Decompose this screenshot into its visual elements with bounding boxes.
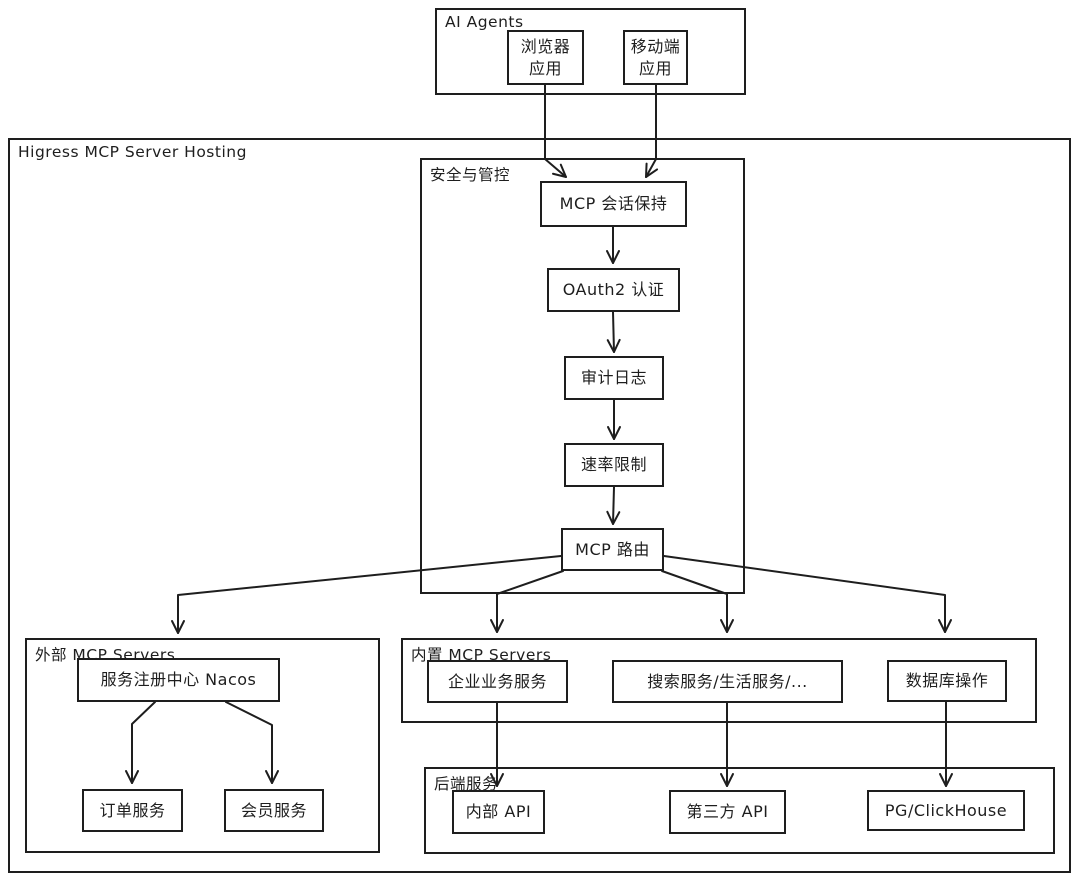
group-backend-label: 后端服务 (434, 775, 499, 793)
node-third-party-api-label: 第三方 API (686, 802, 769, 822)
group-higress-label: Higress MCP Server Hosting (18, 143, 247, 161)
node-internal-api: 内部 API (452, 790, 545, 834)
node-nacos-registry-label: 服务注册中心 Nacos (100, 670, 257, 690)
node-audit-log-label: 审计日志 (580, 368, 647, 388)
node-mcp-router-label: MCP 路由 (575, 539, 650, 559)
group-backend-services: 后端服务 (424, 767, 1055, 854)
node-order-service-label: 订单服务 (99, 800, 166, 820)
group-security-label: 安全与管控 (430, 166, 511, 184)
node-rate-limit-label: 速率限制 (580, 455, 647, 475)
group-higress-mcp-server-hosting: Higress MCP Server Hosting (8, 138, 1071, 873)
node-audit-log: 审计日志 (564, 356, 664, 400)
node-internal-api-label: 内部 API (465, 802, 532, 822)
node-order-service: 订单服务 (82, 789, 183, 832)
node-oauth2: OAuth2 认证 (547, 268, 680, 312)
node-mcp-router: MCP 路由 (561, 528, 664, 571)
node-pg-clickhouse-label: PG/ClickHouse (884, 800, 1008, 820)
node-nacos-registry: 服务注册中心 Nacos (77, 658, 280, 702)
node-enterprise-service-label: 企业业务服务 (447, 671, 547, 691)
group-builtin-mcp-label: 内置 MCP Servers (411, 646, 552, 664)
node-mobile-app-label: 移动端 应用 (630, 36, 681, 78)
node-rate-limit: 速率限制 (564, 443, 664, 487)
node-pg-clickhouse: PG/ClickHouse (867, 790, 1025, 831)
node-search-life-service: 搜索服务/生活服务/... (612, 660, 843, 703)
node-search-life-service-label: 搜索服务/生活服务/... (647, 671, 808, 691)
node-member-service-label: 会员服务 (240, 800, 307, 820)
group-ai-agents: AI Agents (435, 8, 746, 95)
node-browser-app-label: 浏览器 应用 (520, 36, 571, 78)
group-ai-agents-label: AI Agents (445, 13, 524, 31)
node-mcp-session: MCP 会话保持 (540, 181, 687, 227)
node-browser-app: 浏览器 应用 (507, 30, 584, 85)
node-enterprise-service: 企业业务服务 (427, 660, 568, 703)
node-mcp-session-label: MCP 会话保持 (559, 194, 668, 214)
node-oauth2-label: OAuth2 认证 (562, 280, 665, 300)
node-database-ops: 数据库操作 (887, 660, 1007, 702)
group-security-control: 安全与管控 (420, 158, 745, 594)
group-builtin-mcp-servers: 内置 MCP Servers (401, 638, 1037, 723)
node-database-ops-label: 数据库操作 (905, 671, 989, 691)
node-mobile-app: 移动端 应用 (623, 30, 688, 85)
node-third-party-api: 第三方 API (669, 790, 786, 834)
node-member-service: 会员服务 (224, 789, 324, 832)
